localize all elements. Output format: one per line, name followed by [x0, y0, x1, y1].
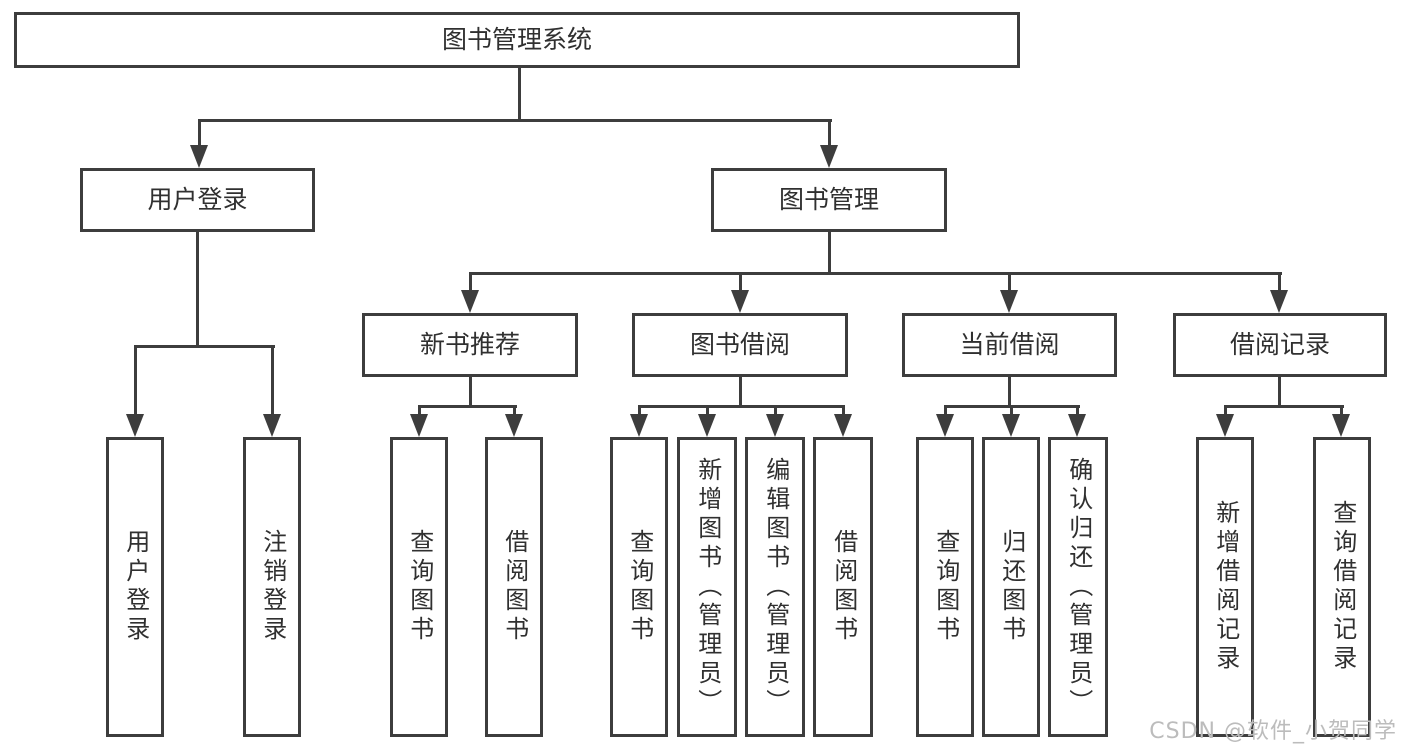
node-new-book-recommendation: 新书推荐: [362, 313, 578, 377]
connector-line: [1008, 377, 1011, 405]
node-label: 查询借阅记录: [1328, 500, 1357, 674]
node-label: 查询图书: [931, 529, 960, 645]
node-label: 归还图书: [997, 529, 1026, 645]
arrow-down-icon: [1000, 290, 1018, 313]
arrow-down-icon: [698, 414, 716, 437]
connector-line: [1010, 405, 1013, 415]
leaf-edit-books-admin: 编辑图书（管理员）: [745, 437, 805, 737]
node-label: 查询图书: [625, 529, 654, 645]
node-user-login: 用户登录: [80, 168, 315, 232]
leaf-query-books: 查询图书: [916, 437, 974, 737]
connector-line: [944, 405, 947, 415]
leaf-borrow-books: 借阅图书: [813, 437, 873, 737]
arrow-down-icon: [766, 414, 784, 437]
arrow-down-icon: [126, 414, 144, 437]
leaf-add-books-admin: 新增图书（管理员）: [677, 437, 737, 737]
connector-line: [134, 345, 137, 414]
leaf-query-books: 查询图书: [390, 437, 448, 737]
connector-line: [418, 405, 421, 415]
connector-line: [1008, 272, 1011, 290]
connector-line: [1340, 405, 1343, 415]
arrow-down-icon: [731, 290, 749, 313]
connector-line: [196, 232, 199, 345]
arrow-down-icon: [410, 414, 428, 437]
node-library-management-system: 图书管理系统: [14, 12, 1020, 68]
node-borrowing-records: 借阅记录: [1173, 313, 1387, 377]
node-label: 注销登录: [258, 529, 287, 645]
connector-line: [774, 405, 777, 415]
leaf-confirm-return-admin: 确认归还（管理员）: [1048, 437, 1108, 737]
csdn-watermark: CSDN @软件_小贺同学: [1149, 719, 1397, 744]
node-book-borrowing: 图书借阅: [632, 313, 848, 377]
arrow-down-icon: [936, 414, 954, 437]
node-label: 新增图书（管理员）: [693, 456, 722, 718]
leaf-borrow-books: 借阅图书: [485, 437, 543, 737]
connector-line: [1224, 405, 1344, 408]
connector-line: [469, 272, 472, 290]
connector-line: [842, 405, 845, 415]
arrow-down-icon: [820, 145, 838, 168]
node-label: 新增借阅记录: [1211, 500, 1240, 674]
connector-line: [828, 119, 831, 147]
arrow-down-icon: [1002, 414, 1020, 437]
connector-line: [1278, 272, 1281, 290]
connector-line: [1076, 405, 1079, 415]
node-current-borrowing: 当前借阅: [902, 313, 1117, 377]
connector-line: [134, 345, 275, 348]
arrow-down-icon: [630, 414, 648, 437]
leaf-query-books: 查询图书: [610, 437, 668, 737]
arrow-down-icon: [190, 145, 208, 168]
leaf-query-borrow-record: 查询借阅记录: [1313, 437, 1371, 737]
connector-line: [271, 345, 274, 414]
leaf-add-borrow-record: 新增借阅记录: [1196, 437, 1254, 737]
connector-line: [513, 405, 516, 415]
node-book-management: 图书管理: [711, 168, 947, 232]
arrow-down-icon: [461, 290, 479, 313]
node-label: 图书借阅: [689, 329, 790, 359]
leaf-logout: 注销登录: [243, 437, 301, 737]
connector-line: [739, 272, 742, 290]
connector-line: [518, 67, 521, 119]
connector-line: [739, 377, 742, 405]
connector-line: [828, 232, 831, 272]
arrow-down-icon: [263, 414, 281, 437]
arrow-down-icon: [505, 414, 523, 437]
arrow-down-icon: [1332, 414, 1350, 437]
node-label: 用户登录: [121, 529, 150, 645]
node-label: 图书管理: [778, 184, 879, 214]
connector-line: [418, 405, 517, 408]
node-label: 借阅记录: [1229, 329, 1330, 359]
leaf-user-login: 用户登录: [106, 437, 164, 737]
node-label: 图书管理系统: [441, 24, 592, 54]
connector-line: [198, 119, 201, 147]
arrow-down-icon: [1216, 414, 1234, 437]
node-label: 确认归还（管理员）: [1064, 456, 1093, 718]
node-label: 借阅图书: [829, 529, 858, 645]
node-label: 借阅图书: [500, 529, 529, 645]
node-label: 编辑图书（管理员）: [761, 456, 790, 718]
node-label: 查询图书: [405, 529, 434, 645]
connector-line: [1224, 405, 1227, 415]
node-label: 新书推荐: [419, 329, 520, 359]
arrow-down-icon: [1270, 290, 1288, 313]
connector-line: [198, 119, 832, 122]
connector-line: [1278, 377, 1281, 405]
connector-line: [706, 405, 709, 415]
connector-line: [638, 405, 641, 415]
leaf-return-books: 归还图书: [982, 437, 1040, 737]
arrow-down-icon: [834, 414, 852, 437]
node-label: 用户登录: [147, 184, 248, 214]
connector-line: [638, 405, 845, 408]
connector-line: [469, 272, 1282, 275]
node-label: 当前借阅: [959, 329, 1060, 359]
connector-line: [469, 377, 472, 405]
arrow-down-icon: [1068, 414, 1086, 437]
